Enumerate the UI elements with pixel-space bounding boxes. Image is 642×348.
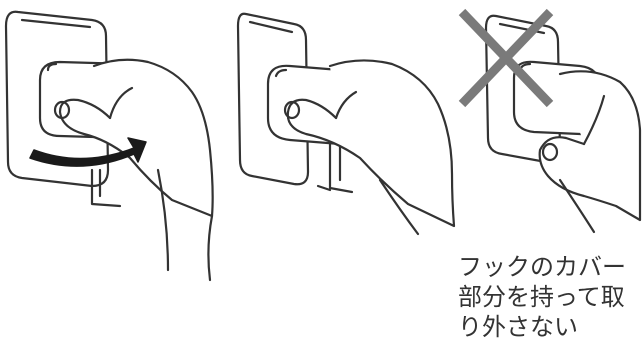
panel-1-rotate-hook xyxy=(6,12,213,280)
panel-2-hook-removed xyxy=(238,14,454,234)
warning-caption: フックのカバー 部分を持って取 り外さない xyxy=(458,252,642,342)
caption-line-2: 部分を持って取 xyxy=(458,282,642,312)
panel-3-wrong-removal xyxy=(462,12,640,232)
caption-line-1: フックのカバー xyxy=(458,252,642,282)
caption-line-3: り外さない xyxy=(458,312,642,342)
